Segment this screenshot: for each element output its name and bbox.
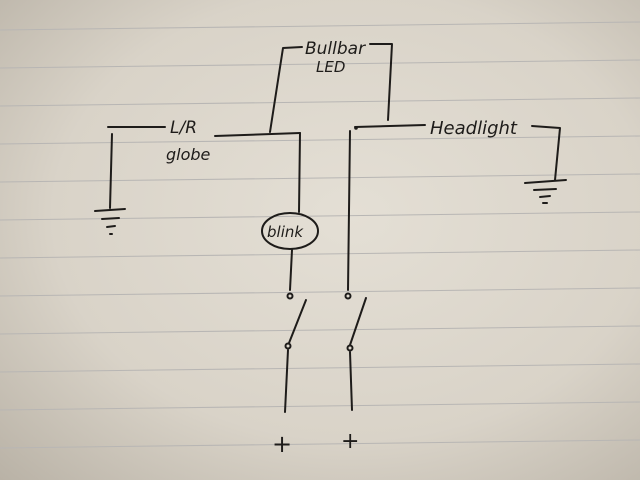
led-label: LED — [316, 58, 345, 76]
blink-output-wire — [289, 249, 293, 291]
switch-right — [344, 292, 367, 411]
blink-feed-wire — [298, 132, 301, 213]
plus-left-label: + — [272, 430, 292, 458]
bullbar-right-wire — [369, 43, 393, 121]
headlight-label: Headlight — [430, 118, 518, 139]
headlight-left-wire — [354, 124, 426, 128]
lr-right-wire — [214, 132, 301, 137]
lr-ground-wire — [109, 133, 113, 209]
junction-dot — [354, 126, 358, 130]
headlight-switch-wire — [347, 130, 351, 291]
lr-label: L/R — [170, 118, 197, 138]
blink-unit — [261, 212, 319, 250]
bullbar-label: Bullbar — [305, 39, 366, 59]
ground-symbol-left — [94, 208, 126, 235]
switch-left — [284, 292, 307, 413]
ground-symbol-right — [524, 179, 567, 204]
headlight-right-wire — [531, 125, 561, 181]
blink-label: blink — [267, 223, 304, 241]
ruled-lines — [0, 21, 640, 449]
globe-label: globe — [166, 145, 211, 164]
bullbar-left-wire — [269, 46, 303, 133]
plus-right-label: + — [341, 429, 359, 454]
